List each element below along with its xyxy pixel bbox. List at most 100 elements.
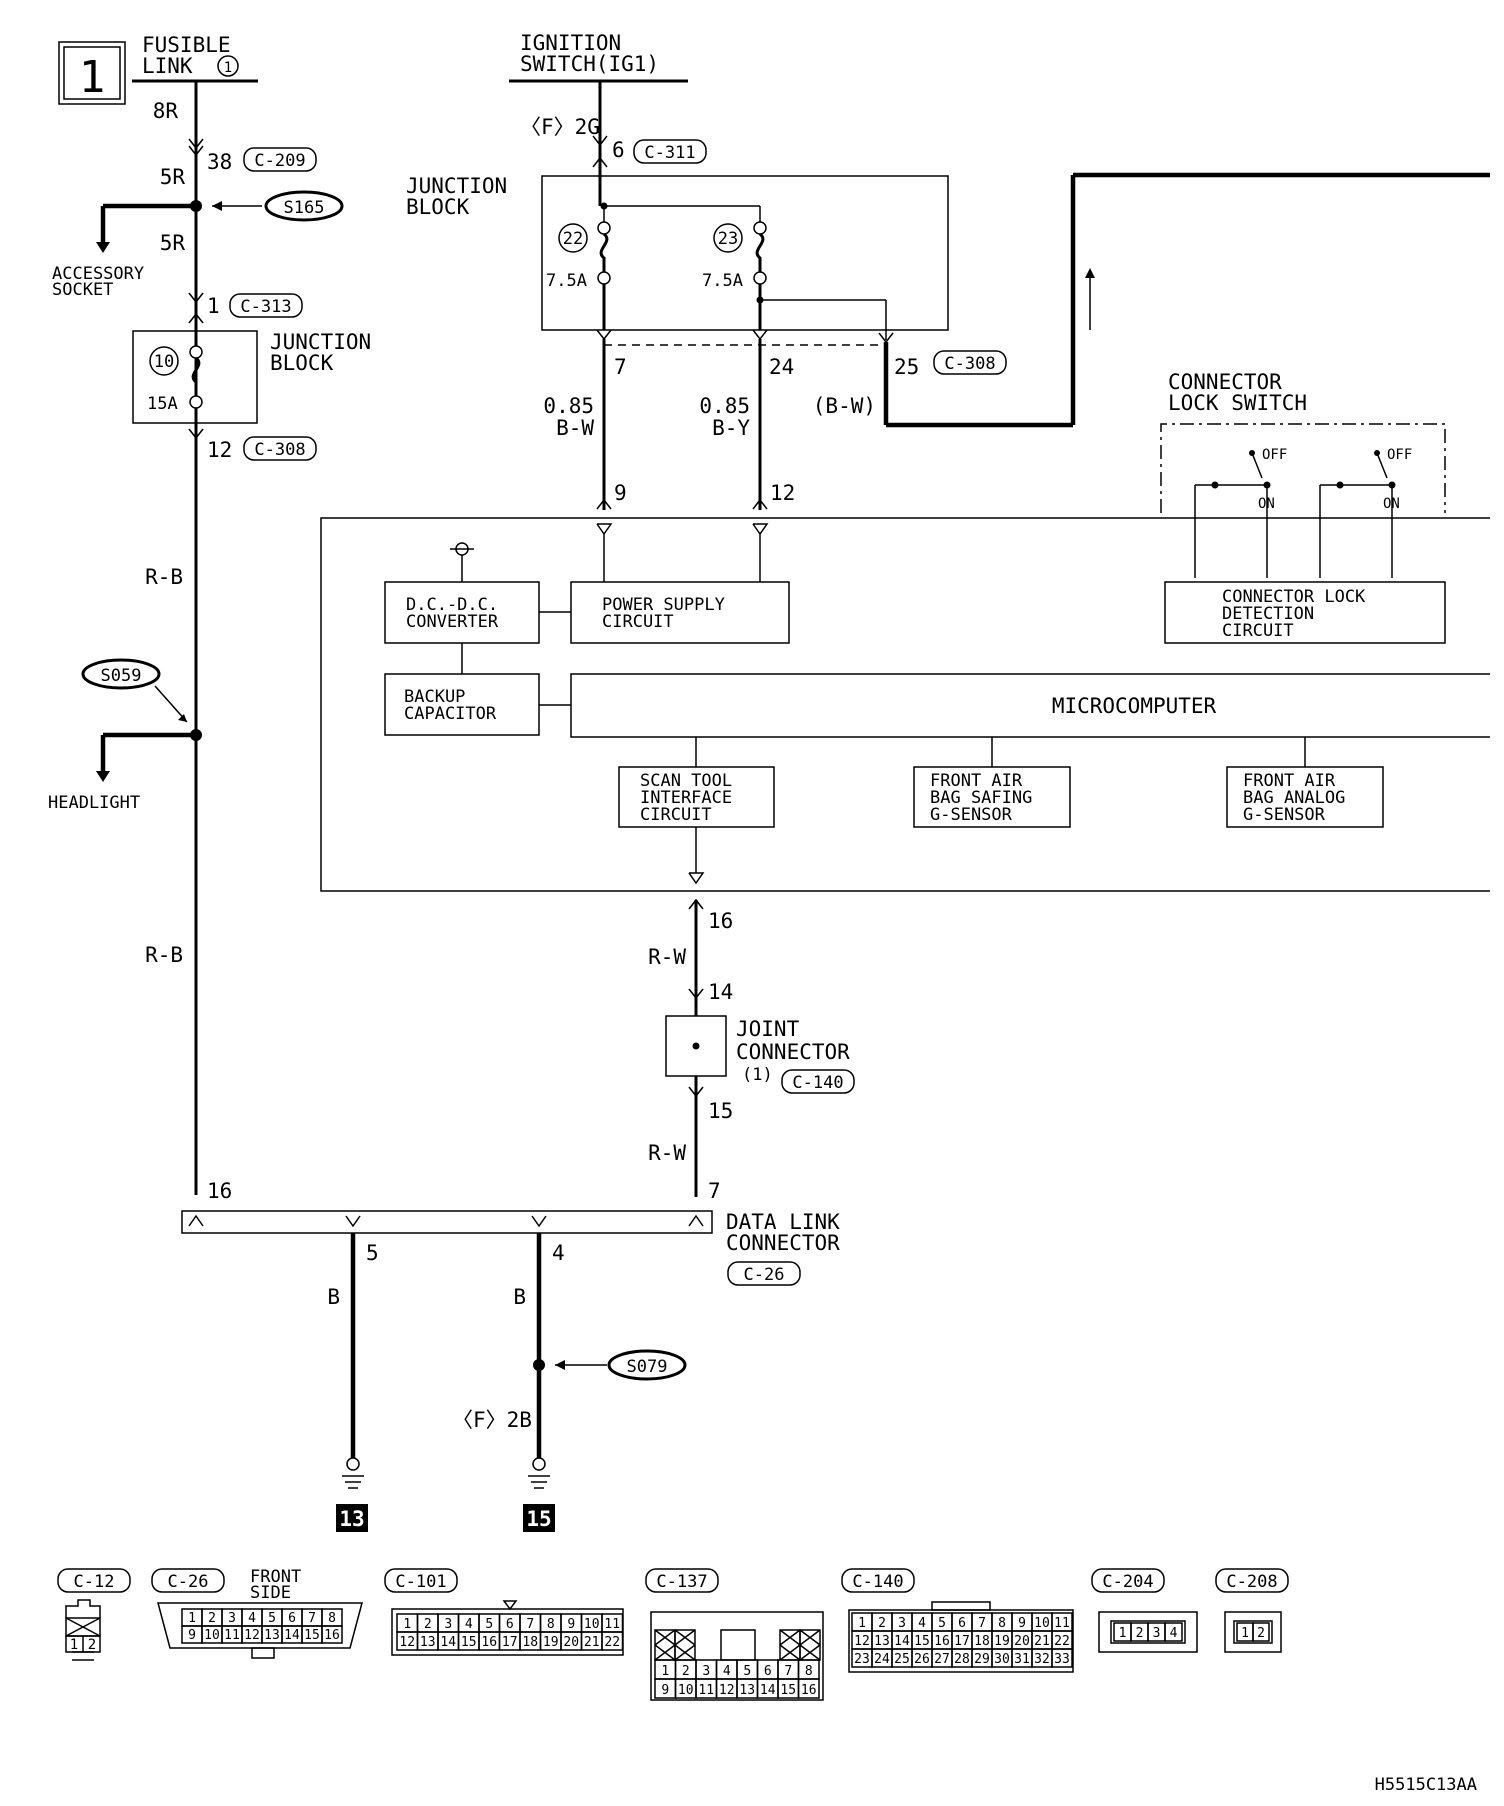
- wire-label-5r-a: 5R: [160, 165, 186, 189]
- dcdc-label-1: D.C.-D.C.: [406, 595, 498, 615]
- cv-c137-blank-cavities: [654, 1629, 821, 1661]
- connector-pin-number: 11: [698, 1683, 714, 1698]
- ignition-switch-header: IGNITION SWITCH(IG1): [509, 31, 688, 83]
- connector-pin-number: 1: [1241, 1626, 1249, 1641]
- analog-label-3: G-SENSOR: [1243, 805, 1326, 825]
- wire-label-f2g: 〈F〉2G: [520, 115, 600, 139]
- connector-cavity: [321, 1625, 343, 1644]
- cv-c12-label: C-12: [74, 1572, 115, 1592]
- backup-label-1: BACKUP: [404, 687, 465, 707]
- pin-38: 38: [207, 150, 232, 174]
- wire-label-8r: 8R: [153, 99, 179, 123]
- connector-cavity: [1051, 1648, 1073, 1668]
- connector-pin-number: 25: [894, 1652, 910, 1667]
- connector-pin-number: 2: [1136, 1626, 1144, 1641]
- wire-label-rb-b: R-B: [145, 943, 183, 967]
- lock-switch-title-2: LOCK SWITCH: [1168, 391, 1307, 415]
- connector-pin-number: 14: [894, 1634, 910, 1649]
- connector-pin-number: 10: [584, 1617, 600, 1632]
- connector-pin-number: 16: [481, 1635, 497, 1650]
- fuse-10-number: 10: [154, 352, 174, 372]
- connector-pin-number: 8: [998, 1616, 1006, 1631]
- pin-12-left: 12: [207, 438, 232, 462]
- cv-c204-label: C-204: [1102, 1572, 1153, 1592]
- connector-pin-number: 24: [874, 1652, 890, 1667]
- wire-label-b-a: B: [327, 1285, 340, 1309]
- blank-cavity-mark: [674, 1644, 696, 1661]
- junction-block-ign-label-1: JUNCTION: [406, 174, 507, 198]
- wire-label-rw-a: R-W: [648, 945, 686, 969]
- connector-pin-number: 6: [764, 1664, 772, 1679]
- connector-pin-number: 4: [723, 1664, 731, 1679]
- blank-cavity-mark: [799, 1629, 821, 1646]
- fusible-link-label-1: FUSIBLE: [142, 33, 231, 57]
- wire-label-5r-b: 5R: [160, 231, 186, 255]
- junction-block-left-label-1: JUNCTION: [270, 330, 371, 354]
- connector-pin-number: 22: [604, 1635, 620, 1650]
- connector-cavity: [1252, 1622, 1270, 1642]
- connector-c308-ign: C-308: [944, 354, 995, 374]
- connector-pin-number: 7: [978, 1616, 986, 1631]
- joint-connector-number: (1): [742, 1065, 773, 1085]
- power-supply-label-1: POWER SUPPLY: [602, 595, 725, 615]
- lock-detection-label-3: CIRCUIT: [1222, 621, 1294, 641]
- scan-tool-label-2: INTERFACE: [640, 788, 732, 808]
- pin-14: 14: [708, 980, 733, 1004]
- connector-pin-number: 7: [526, 1617, 534, 1632]
- connector-pin-number: 21: [584, 1635, 600, 1650]
- fuse-22-rating: 7.5A: [546, 271, 587, 291]
- connector-pin-number: 23: [854, 1652, 870, 1667]
- connector-c311: C-311: [644, 143, 695, 163]
- connector-pin-number: 33: [1054, 1652, 1070, 1667]
- blank-cavity: [674, 1629, 696, 1661]
- cv-c137-label: C-137: [656, 1572, 707, 1592]
- connector-pin-number: 11: [604, 1617, 620, 1632]
- connector-pin-number: 2: [424, 1617, 432, 1632]
- connector-pin-number: 1: [858, 1616, 866, 1631]
- joint-connector-label-2: CONNECTOR: [736, 1040, 850, 1064]
- connector-pin-number: 11: [1054, 1616, 1070, 1631]
- page-number-box: 1: [58, 41, 126, 105]
- backup-capacitor-block: [384, 673, 540, 736]
- connector-pin-number: 7: [784, 1664, 792, 1679]
- pin-16-dlc: 16: [207, 1179, 232, 1203]
- cv-c208-label: C-208: [1226, 1572, 1277, 1592]
- connector-pin-number: 19: [994, 1634, 1010, 1649]
- connector-pin-number: 15: [914, 1634, 930, 1649]
- connector-pin-number: 3: [1153, 1626, 1161, 1641]
- connector-pin-number: 2: [1257, 1626, 1265, 1641]
- connector-pin-number: 3: [898, 1616, 906, 1631]
- dlc-label-1: DATA LINK: [726, 1210, 840, 1234]
- blank-cavity-mark: [654, 1629, 676, 1646]
- connector-pin-number: 13: [874, 1634, 890, 1649]
- connector-pin-number: 17: [502, 1635, 518, 1650]
- connector-pin-number: 2: [682, 1664, 690, 1679]
- blank-cavity-mark: [779, 1644, 801, 1661]
- microcomputer-block: [570, 673, 1490, 738]
- safing-sensor-block: [913, 766, 1071, 828]
- pin-25: 25: [894, 355, 919, 379]
- accessory-socket-label-1: ACCESSORY: [52, 264, 144, 284]
- connector-pin-number: 32: [1034, 1652, 1050, 1667]
- connector-pin-number: 14: [440, 1635, 456, 1650]
- connector-pin-number: 2: [208, 1611, 216, 1626]
- connector-pin-number: 10: [1034, 1616, 1050, 1631]
- connector-pin-number: 15: [461, 1635, 477, 1650]
- connector-pin-number: 16: [801, 1683, 817, 1698]
- connector-pin-number: 20: [563, 1635, 579, 1650]
- fusible-link-header: FUSIBLE LINK 1: [132, 33, 258, 83]
- ground-15: 15: [526, 1507, 551, 1531]
- dlc-label-2: CONNECTOR: [726, 1231, 840, 1255]
- wire3-color: (B-W): [813, 394, 876, 418]
- connector-pin-number: 8: [547, 1617, 555, 1632]
- data-link-circuit: 16 R-W 14 JOINT CONNECTOR (1) C-140 15 R…: [181, 898, 855, 1532]
- safing-label-1: FRONT AIR: [930, 771, 1023, 791]
- wire2-size: 0.85: [699, 394, 750, 418]
- blank-cavity: [654, 1629, 676, 1661]
- connector-pin-number: 10: [204, 1628, 220, 1643]
- power-supply-block: [570, 581, 790, 644]
- connector-pin-number: 5: [938, 1616, 946, 1631]
- connector-pin-number: 20: [1014, 1634, 1030, 1649]
